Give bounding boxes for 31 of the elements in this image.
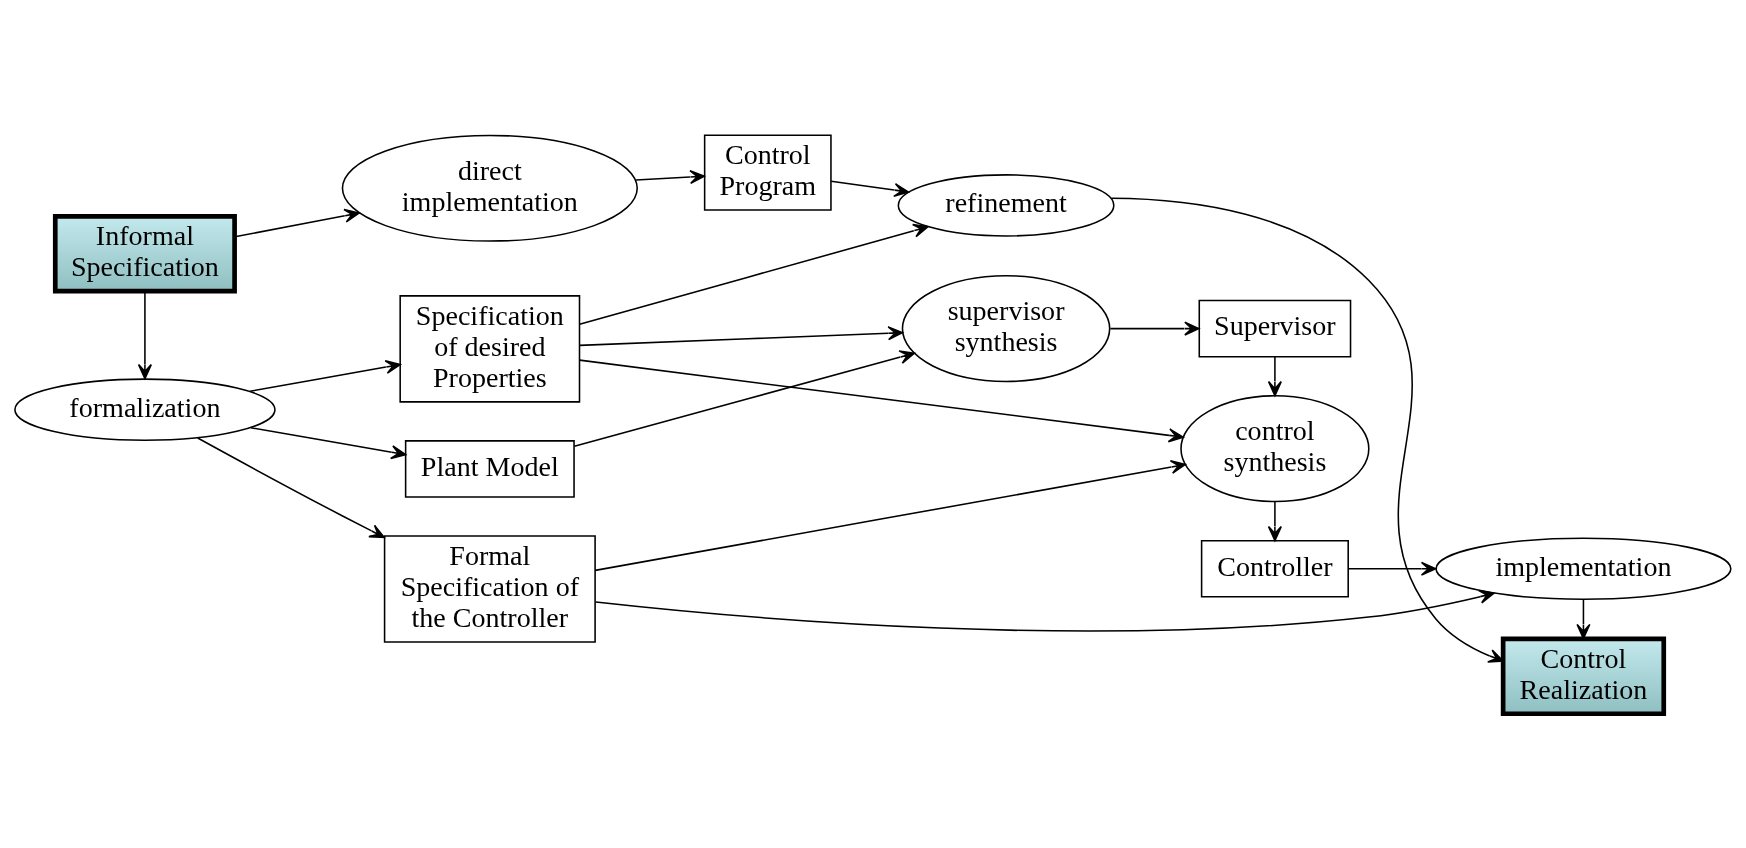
node-box: Formal Specification of the Controller (383, 534, 596, 643)
node-ellipse: formalization (14, 377, 276, 441)
node-ellipse: implementation (1435, 536, 1732, 600)
arrow (635, 169, 706, 184)
node-box: Specification of desired Properties (399, 294, 581, 403)
arrow (1109, 321, 1200, 336)
arrow (1267, 500, 1282, 541)
node-box: Control Program (703, 133, 832, 211)
arrow (1267, 355, 1282, 396)
arrow (830, 180, 910, 197)
node-box: Controller (1200, 539, 1349, 598)
arrow (573, 349, 916, 447)
arrow (1576, 598, 1591, 639)
arrow (1110, 196, 1504, 663)
node-box: Supervisor (1198, 299, 1352, 357)
arrow (578, 223, 929, 325)
node-box: Plant Model (404, 439, 575, 498)
arrow (578, 358, 1184, 442)
node-box: Informal Specification (52, 213, 237, 293)
arrow (594, 589, 1495, 632)
node-ellipse: control synthesis (1180, 394, 1370, 502)
arrow (249, 359, 401, 392)
node-box: Control Realization (1500, 636, 1667, 716)
arrow (137, 290, 152, 379)
node-ellipse: supervisor synthesis (901, 274, 1111, 382)
arrow (578, 325, 904, 346)
arrow (196, 436, 385, 538)
arrow (1348, 561, 1437, 576)
arrow (594, 459, 1187, 571)
arrow (234, 208, 360, 238)
arrow (250, 426, 407, 459)
